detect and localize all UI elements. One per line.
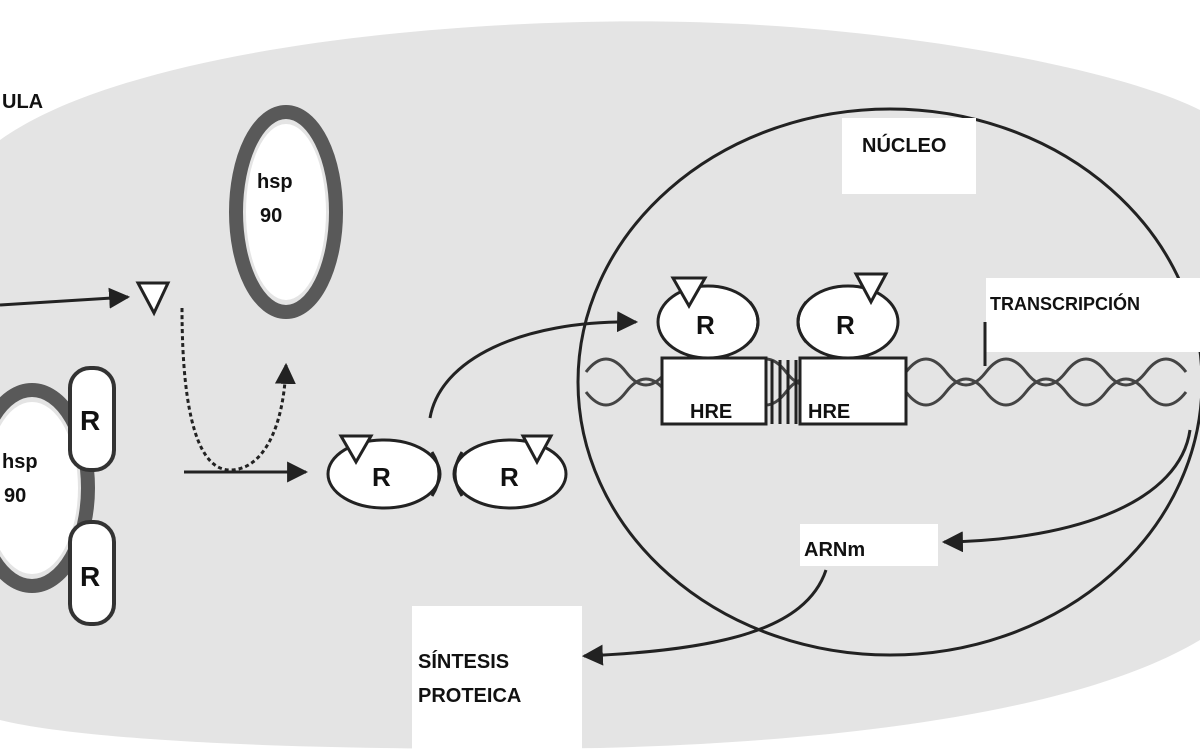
mrna-label: ARNm xyxy=(804,539,865,561)
hsp90-top-label-line1: hsp xyxy=(257,171,293,193)
nuclear-receptor-left-label: R xyxy=(696,310,715,340)
nucleus-label: NÚCLEO xyxy=(862,133,946,157)
hormone-entry-arrow xyxy=(0,287,131,309)
transcription-label-box xyxy=(986,278,1200,352)
cell-label: ULA xyxy=(2,91,43,113)
protein-label-line1: SÍNTESIS xyxy=(418,650,509,673)
hormone-triangle xyxy=(135,281,171,317)
nuclear-translocation-arrow xyxy=(428,311,639,419)
hsp90-left-label-line1: hsp xyxy=(2,451,38,473)
dimer-receptor-left-label: R xyxy=(372,462,391,492)
mrna-export-arrow xyxy=(941,429,1192,553)
hsp90-complex-left: hsp 90 R R xyxy=(0,366,116,626)
receptor-left-upper xyxy=(68,366,116,472)
nuclear-receptor-right-label: R xyxy=(836,310,855,340)
mrna-label-box xyxy=(800,524,938,566)
hre-block-right xyxy=(798,356,908,426)
protein-synthesis-arrow xyxy=(581,569,828,666)
hsp90-top-label-line2: 90 xyxy=(260,205,282,227)
cell-body xyxy=(0,21,1200,749)
receptor-left-lower xyxy=(68,520,116,626)
protein-label-line2: PROTEICA xyxy=(418,685,521,707)
hsp90-complex-top: hsp 90 xyxy=(229,105,343,319)
transcription-label: TRANSCRIPCIÓN xyxy=(990,293,1140,314)
receptor-left-upper-label: R xyxy=(80,405,100,436)
hsp90-left-label-line2: 90 xyxy=(4,485,26,507)
receptor-left-lower-label: R xyxy=(80,561,100,592)
hre-spacer-bars xyxy=(770,360,798,424)
nucleus-label-box xyxy=(842,118,976,194)
hre-left-label: HRE xyxy=(690,401,732,423)
hormone-binding-curve xyxy=(180,307,296,472)
dimer-receptor-right-label: R xyxy=(500,462,519,492)
hre-right-label: HRE xyxy=(808,401,850,423)
nucleus-membrane xyxy=(576,107,1200,657)
receptor-dimer-cytoplasm: R R xyxy=(326,434,568,510)
protein-label-box xyxy=(412,606,582,756)
hre-block-left xyxy=(660,356,768,426)
receptor-dimer-nuclear: R R xyxy=(656,272,900,360)
